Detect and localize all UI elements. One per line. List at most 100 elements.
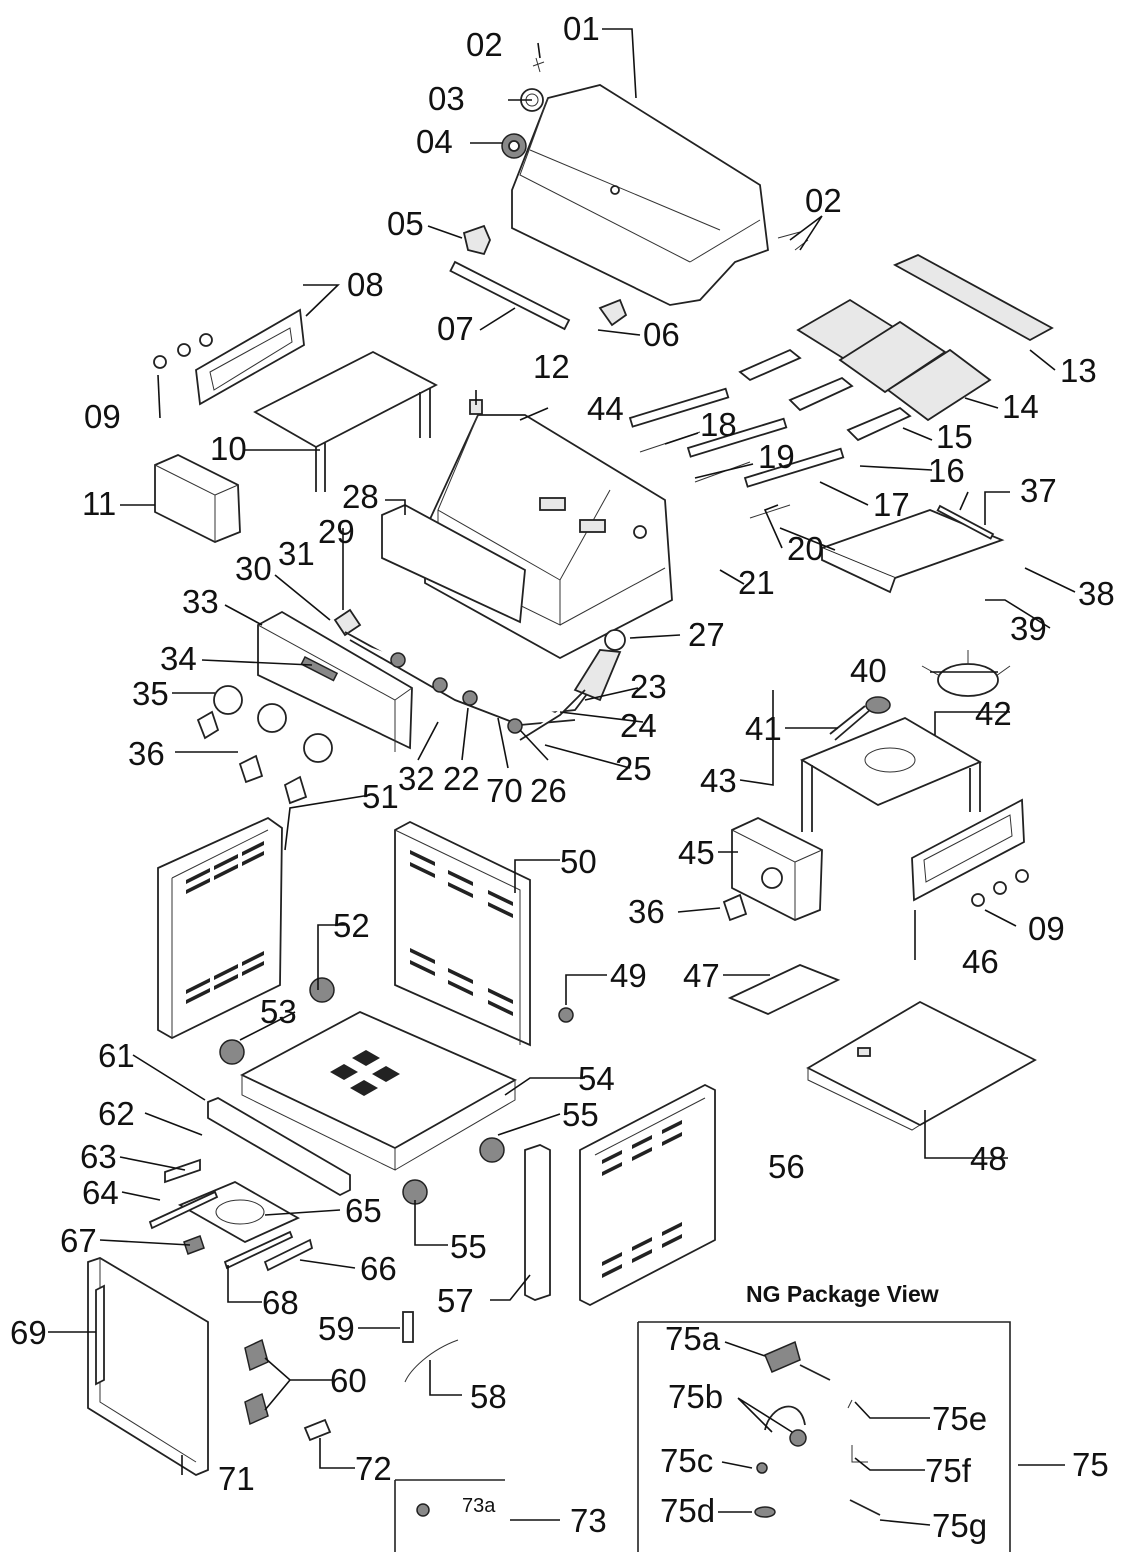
label-07: 07 — [437, 310, 474, 347]
label-41: 41 — [745, 710, 782, 747]
label-44: 44 — [587, 390, 624, 427]
label-33: 33 — [182, 583, 219, 620]
label-65: 65 — [345, 1192, 382, 1229]
label-35: 35 — [132, 675, 169, 712]
label-09-right: 09 — [1028, 910, 1065, 947]
side-shelf-right-46 — [911, 798, 1029, 907]
label-53: 53 — [260, 993, 297, 1030]
side-shelf-left — [153, 308, 438, 492]
label-75d: 75d — [660, 1492, 715, 1529]
side-shelf-trim-11 — [154, 454, 241, 543]
label-10: 10 — [210, 430, 247, 467]
label-68: 68 — [262, 1284, 299, 1321]
label-38: 38 — [1078, 575, 1115, 612]
label-19: 19 — [758, 438, 795, 475]
side-burner-41 — [829, 696, 891, 741]
label-75a: 75a — [665, 1320, 721, 1357]
drip-tray-47 — [727, 964, 841, 1015]
label-55-top: 55 — [562, 1096, 599, 1133]
label-67: 67 — [60, 1222, 97, 1259]
side-burner-lid-39 — [819, 504, 1005, 594]
cart-front-rail-61 — [207, 1097, 351, 1197]
label-14: 14 — [1002, 388, 1039, 425]
heat-shield-28 — [381, 503, 526, 624]
hood-brackets — [449, 224, 628, 331]
label-73a: 73a — [462, 1495, 496, 1517]
label-69: 69 — [10, 1314, 47, 1351]
label-70: 70 — [486, 772, 523, 809]
label-03: 03 — [428, 80, 465, 117]
leader-lines — [48, 28, 1076, 1526]
ng-package-parts — [754, 1340, 881, 1518]
burners-17 — [628, 387, 845, 519]
cart-bottom-54 — [240, 1011, 518, 1171]
label-23: 23 — [630, 668, 667, 705]
flame-tamers-15 — [738, 348, 912, 442]
label-01: 01 — [563, 10, 600, 47]
label-18: 18 — [700, 406, 737, 443]
label-66: 66 — [360, 1250, 397, 1287]
label-11: 11 — [82, 485, 116, 522]
label-13: 13 — [1060, 352, 1097, 389]
label-08: 08 — [347, 266, 384, 303]
drawer-65 — [148, 1158, 314, 1272]
side-burner-grate-40 — [921, 650, 1011, 697]
label-59: 59 — [318, 1310, 355, 1347]
label-36-right: 36 — [628, 893, 665, 930]
label-56: 56 — [768, 1148, 805, 1185]
cart-front-post-57 — [524, 1144, 551, 1301]
label-25: 25 — [615, 750, 652, 787]
label-40: 40 — [850, 652, 887, 689]
label-54: 54 — [578, 1060, 615, 1097]
label-28: 28 — [342, 478, 379, 515]
label-21: 21 — [738, 564, 775, 601]
label-71: 71 — [218, 1460, 255, 1497]
label-22: 22 — [443, 760, 480, 797]
ng-package-title: NG Package View — [746, 1281, 939, 1307]
label-57: 57 — [437, 1282, 474, 1319]
label-75c: 75c — [660, 1442, 713, 1479]
control-panel-33 — [196, 610, 413, 805]
label-24: 24 — [620, 707, 657, 744]
hood-01 — [511, 84, 769, 306]
label-42: 42 — [975, 695, 1012, 732]
cart-door-69 — [87, 1257, 209, 1477]
label-75e: 75e — [932, 1400, 987, 1437]
label-58: 58 — [470, 1378, 507, 1415]
side-burner-housing-42 — [799, 716, 983, 832]
small-parts-cart — [183, 1235, 459, 1442]
casters — [219, 977, 574, 1205]
kit-part-73a — [416, 1503, 430, 1517]
firebox-44 — [424, 399, 673, 660]
ng-package-box — [637, 1321, 1011, 1552]
kit-box-73 — [394, 1479, 505, 1552]
label-47: 47 — [683, 957, 720, 994]
label-09-left: 09 — [84, 398, 121, 435]
label-55-bottom: 55 — [450, 1228, 487, 1265]
label-75b: 75b — [668, 1378, 723, 1415]
label-17: 17 — [873, 486, 910, 523]
warming-rack-13 — [892, 253, 1054, 342]
label-61: 61 — [98, 1037, 135, 1074]
cart-side-panel-51 — [157, 816, 283, 1040]
side-burner-panel-45 — [722, 817, 823, 922]
label-20: 20 — [787, 530, 824, 567]
label-75f: 75f — [925, 1452, 972, 1489]
label-73: 73 — [570, 1502, 607, 1539]
label-37: 37 — [1020, 472, 1057, 509]
label-46: 46 — [962, 943, 999, 980]
label-45: 45 — [678, 834, 715, 871]
label-05: 05 — [387, 205, 424, 242]
label-72: 72 — [355, 1450, 392, 1487]
label-32: 32 — [398, 760, 435, 797]
label-34: 34 — [160, 640, 197, 677]
label-43: 43 — [700, 762, 737, 799]
cart-back-panel-50 — [394, 820, 531, 1047]
label-62: 62 — [98, 1095, 135, 1132]
label-06: 06 — [643, 316, 680, 353]
cart-side-vents-51 — [186, 841, 264, 1004]
label-16: 16 — [928, 452, 965, 489]
label-63: 63 — [80, 1138, 117, 1175]
manifold-assembly — [333, 608, 626, 741]
cart-side-panel-56 — [579, 1083, 716, 1307]
